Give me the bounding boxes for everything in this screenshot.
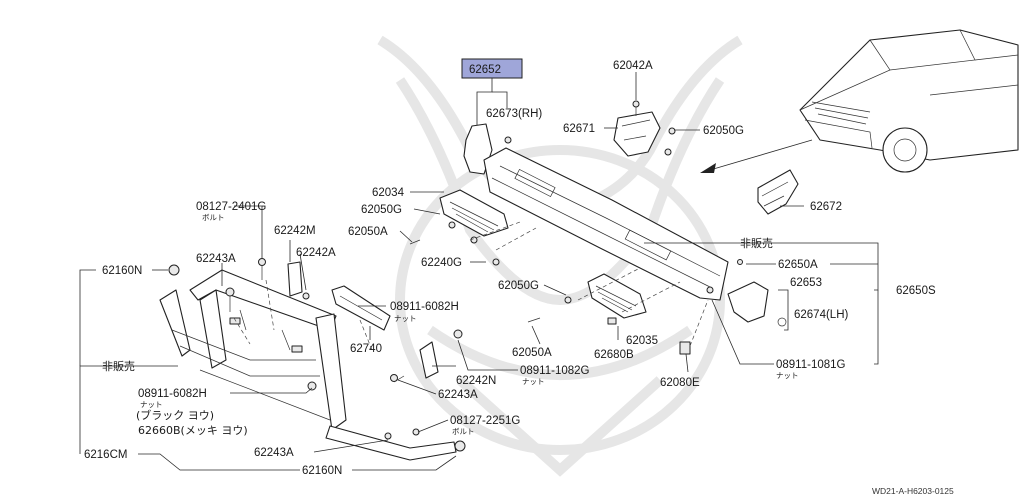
label-62050g-b: 62050G (498, 280, 539, 292)
label-62042a: 62042A (613, 60, 653, 72)
lamp-62034 (409, 189, 509, 266)
label-62243a-a: 62243A (196, 253, 236, 265)
label-62160n-b: 62160N (302, 465, 342, 477)
label-62034: 62034 (372, 187, 405, 199)
bracket-62672 (757, 169, 799, 215)
label-62050a-b: 62050A (512, 347, 552, 359)
highlight-part-label: 62652 (469, 64, 501, 76)
label-6216cm: 6216CM (84, 449, 127, 461)
label-62650a: 62650A (778, 259, 818, 271)
label-62242n: 62242N (456, 375, 496, 387)
label-62674: 62674(LH) (794, 309, 849, 321)
label-nut-3: ナット (522, 377, 545, 386)
label-62672: 62672 (810, 201, 842, 213)
truck-illustration (799, 29, 1019, 173)
bumper-end-left (727, 259, 787, 327)
label-62160n-a: 62160N (102, 265, 142, 277)
label-hihanbai-left: 非販売 (102, 360, 135, 373)
label-08911-6082h-a: 08911-6082H (390, 301, 459, 313)
label-hihanbai-right: 非販売 (740, 237, 773, 250)
label-08911-1081g: 08911-1081G (776, 359, 846, 371)
label-bolt-2: ボルト (452, 427, 475, 436)
label-62673: 62673(RH) (486, 108, 542, 120)
label-62050g-top: 62050G (703, 125, 744, 137)
stay-62242m (287, 261, 310, 300)
label-62650s: 62650S (896, 285, 936, 297)
label-nut-4: ナット (140, 400, 163, 409)
label-62243a-c: 62243A (254, 447, 294, 459)
label-62242a: 62242A (296, 247, 336, 259)
label-62240g: 62240G (421, 257, 462, 269)
front-bumper-bar (483, 147, 729, 301)
label-62050a-a: 62050A (348, 226, 388, 238)
stay-62242n (419, 329, 463, 379)
label-62050g-a: 62050G (361, 204, 402, 216)
label-nut-2: ナット (776, 371, 799, 380)
label-nut-1: ナット (394, 314, 417, 323)
label-62680b: 62680B (594, 349, 634, 361)
grille-guard (159, 258, 466, 461)
label-62243a-b: 62243A (438, 389, 478, 401)
label-08127-2251g: 08127-2251G (450, 415, 520, 427)
label-62671: 62671 (563, 123, 595, 135)
diagram-code: WD21-A-H6203-0125 (872, 486, 954, 496)
label-62242m: 62242M (274, 225, 316, 237)
label-08911-1082g: 08911-1082G (520, 365, 590, 377)
label-08911-6082h-b: 08911-6082H (138, 388, 207, 400)
bracket-62671 (613, 100, 676, 157)
label-black: (ブラック ヨウ) (136, 408, 214, 422)
plate-62740 (331, 285, 391, 331)
label-62080e: 62080E (660, 377, 700, 389)
label-08127-2401g: 08127-2401G (196, 201, 266, 213)
label-62740: 62740 (350, 343, 382, 355)
label-62035: 62035 (626, 335, 658, 347)
label-62660b: 62660B(メッキ ヨウ) (138, 424, 248, 437)
label-62653: 62653 (790, 277, 822, 289)
label-bolt-1: ボルト (202, 213, 225, 222)
highlight-part-box[interactable]: 62652 (461, 58, 523, 79)
